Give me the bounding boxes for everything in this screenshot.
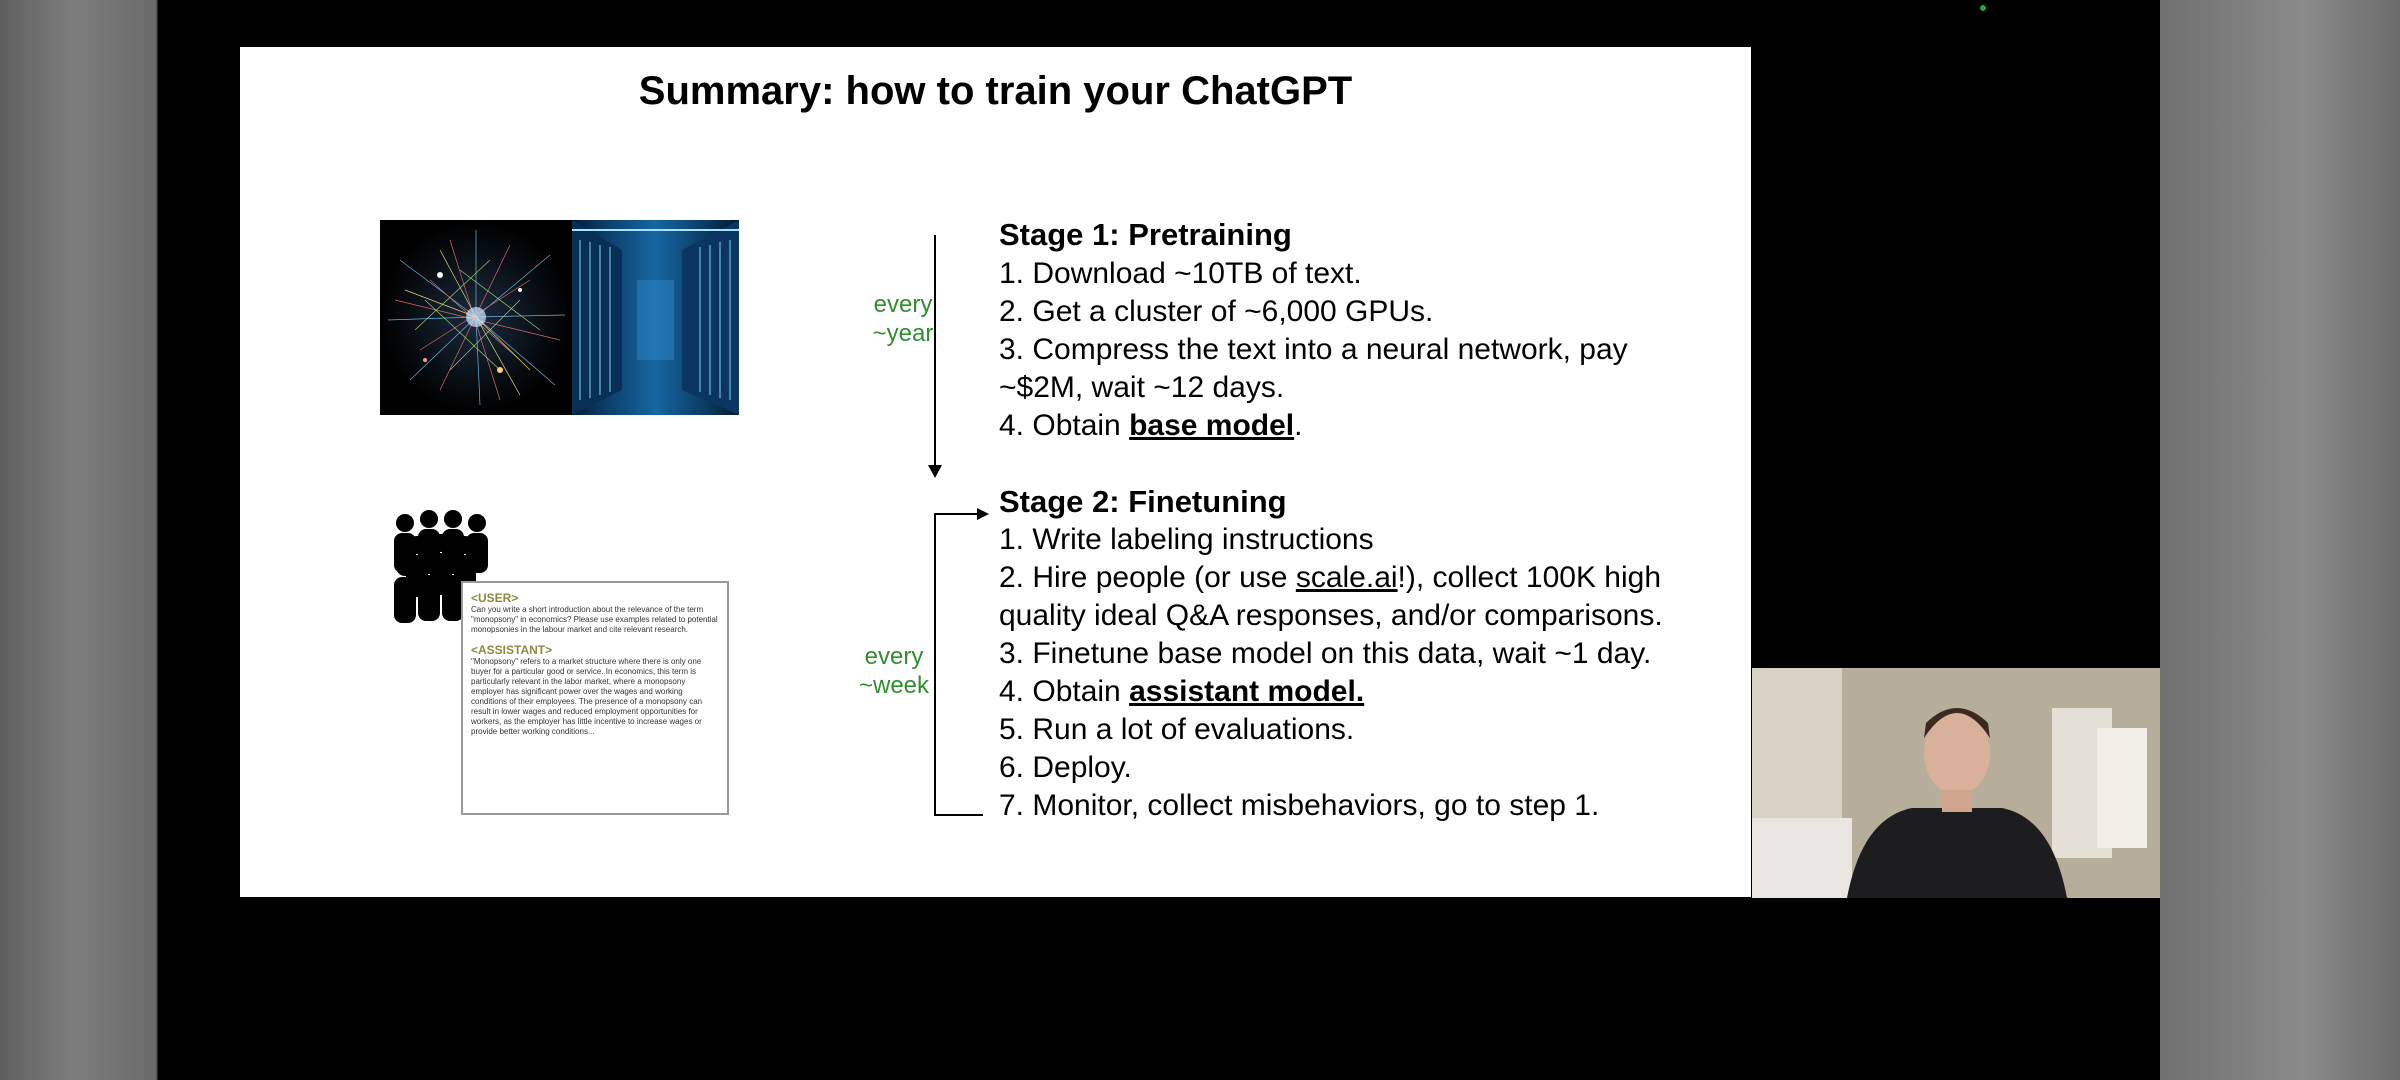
assistant-model-term: assistant model. [1129,675,1365,708]
stage2-step: 3. Finetune base model on this data, wai… [999,637,1652,670]
stage2-step: 1. Write labeling instructions [999,523,1374,556]
stage2-step: 5. Run a lot of evaluations. [999,713,1355,746]
stage2-step: 2. Hire people (or use scale.ai!), colle… [999,561,1663,632]
stage2-step: 6. Deploy. [999,751,1132,784]
user-prompt-text: Can you write a short introduction about… [471,605,718,634]
assistant-tag: <ASSISTANT> [471,643,553,657]
stage2-step: 7. Monitor, collect misbehaviors, go to … [999,789,1600,822]
user-tag: <USER> [471,591,519,605]
stage2-frequency-line1: every [864,643,924,670]
stage2-heading: Stage 2: Finetuning [999,484,1287,519]
stage1-frequency-line2: ~year [872,320,934,347]
stage1-frequency-line1: every [873,291,933,318]
stage1-frequency: every ~year [858,290,948,348]
stage2-steps: 1. Write labeling instructions 2. Hire p… [999,521,1719,825]
stage2-frequency-line2: ~week [858,672,930,699]
stage2-frequency: every ~week [849,642,939,700]
presentation-viewer: Summary: how to train your ChatGPT [240,0,2160,1080]
stage1-step: 4. Obtain base model. [999,409,1303,442]
base-model-term: base model [1129,409,1295,442]
presenter-webcam-feed [1752,668,2160,898]
server-room-image [572,220,739,415]
assistant-response-text: "Monopsony" refers to a market structure… [471,657,703,736]
stage1-steps: 1. Download ~10TB of text. 2. Get a clus… [999,255,1719,445]
recording-indicator [1980,5,1986,11]
people-group-icon [394,510,488,623]
scale-ai-link[interactable]: scale.ai [1295,561,1398,594]
stage1-step: 2. Get a cluster of ~6,000 GPUs. [999,295,1434,328]
stage1-heading: Stage 1: Pretraining [999,217,1292,252]
qa-example-card: <USER> Can you write a short introductio… [461,581,729,815]
stage2-step: 4. Obtain assistant model. [999,675,1365,708]
network-visualization-image [380,220,572,415]
slide: Summary: how to train your ChatGPT [240,47,1751,897]
stage1-step: 3. Compress the text into a neural netwo… [999,333,1628,404]
down-arrow-icon [928,235,942,478]
slide-title: Summary: how to train your ChatGPT [638,69,1353,113]
loop-back-arrow-icon [934,508,989,816]
stage1-step: 1. Download ~10TB of text. [999,257,1362,290]
